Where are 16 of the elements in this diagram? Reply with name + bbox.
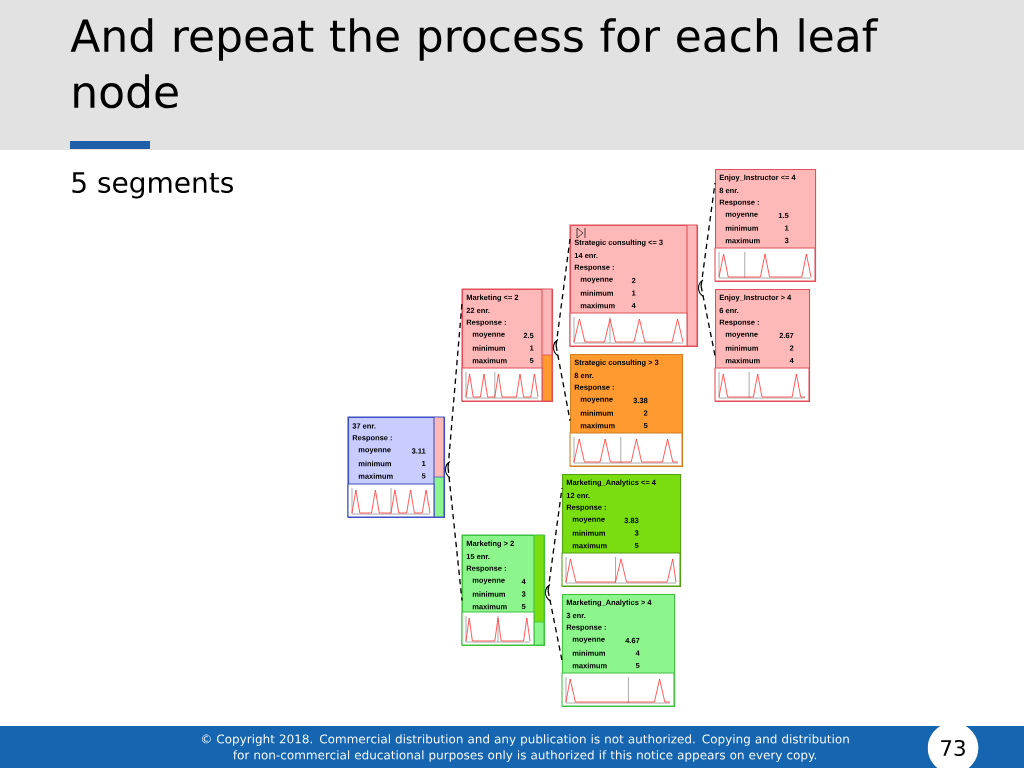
slide-title: And repeat the process for each leaf node bbox=[70, 18, 879, 109]
copyright-notice: © Copyright 2018. Commercial distribution and any publication is not authorized. Copying and distribution for non-commercial educational purposes only is authorized if this notice appears on every copy. bbox=[201, 734, 849, 762]
connector bbox=[555, 344, 571, 422]
split-bracket bbox=[544, 584, 551, 602]
split-bracket bbox=[552, 339, 559, 357]
connector bbox=[447, 302, 463, 469]
connector bbox=[447, 466, 463, 602]
connector bbox=[547, 487, 563, 592]
section-heading: 5 segments bbox=[72, 172, 233, 199]
split-bracket bbox=[697, 279, 704, 297]
connector bbox=[547, 589, 563, 662]
connector bbox=[555, 238, 571, 347]
connector bbox=[700, 182, 716, 287]
split-bracket bbox=[444, 461, 451, 479]
page-number: 73 bbox=[927, 722, 979, 768]
connector bbox=[700, 285, 716, 357]
